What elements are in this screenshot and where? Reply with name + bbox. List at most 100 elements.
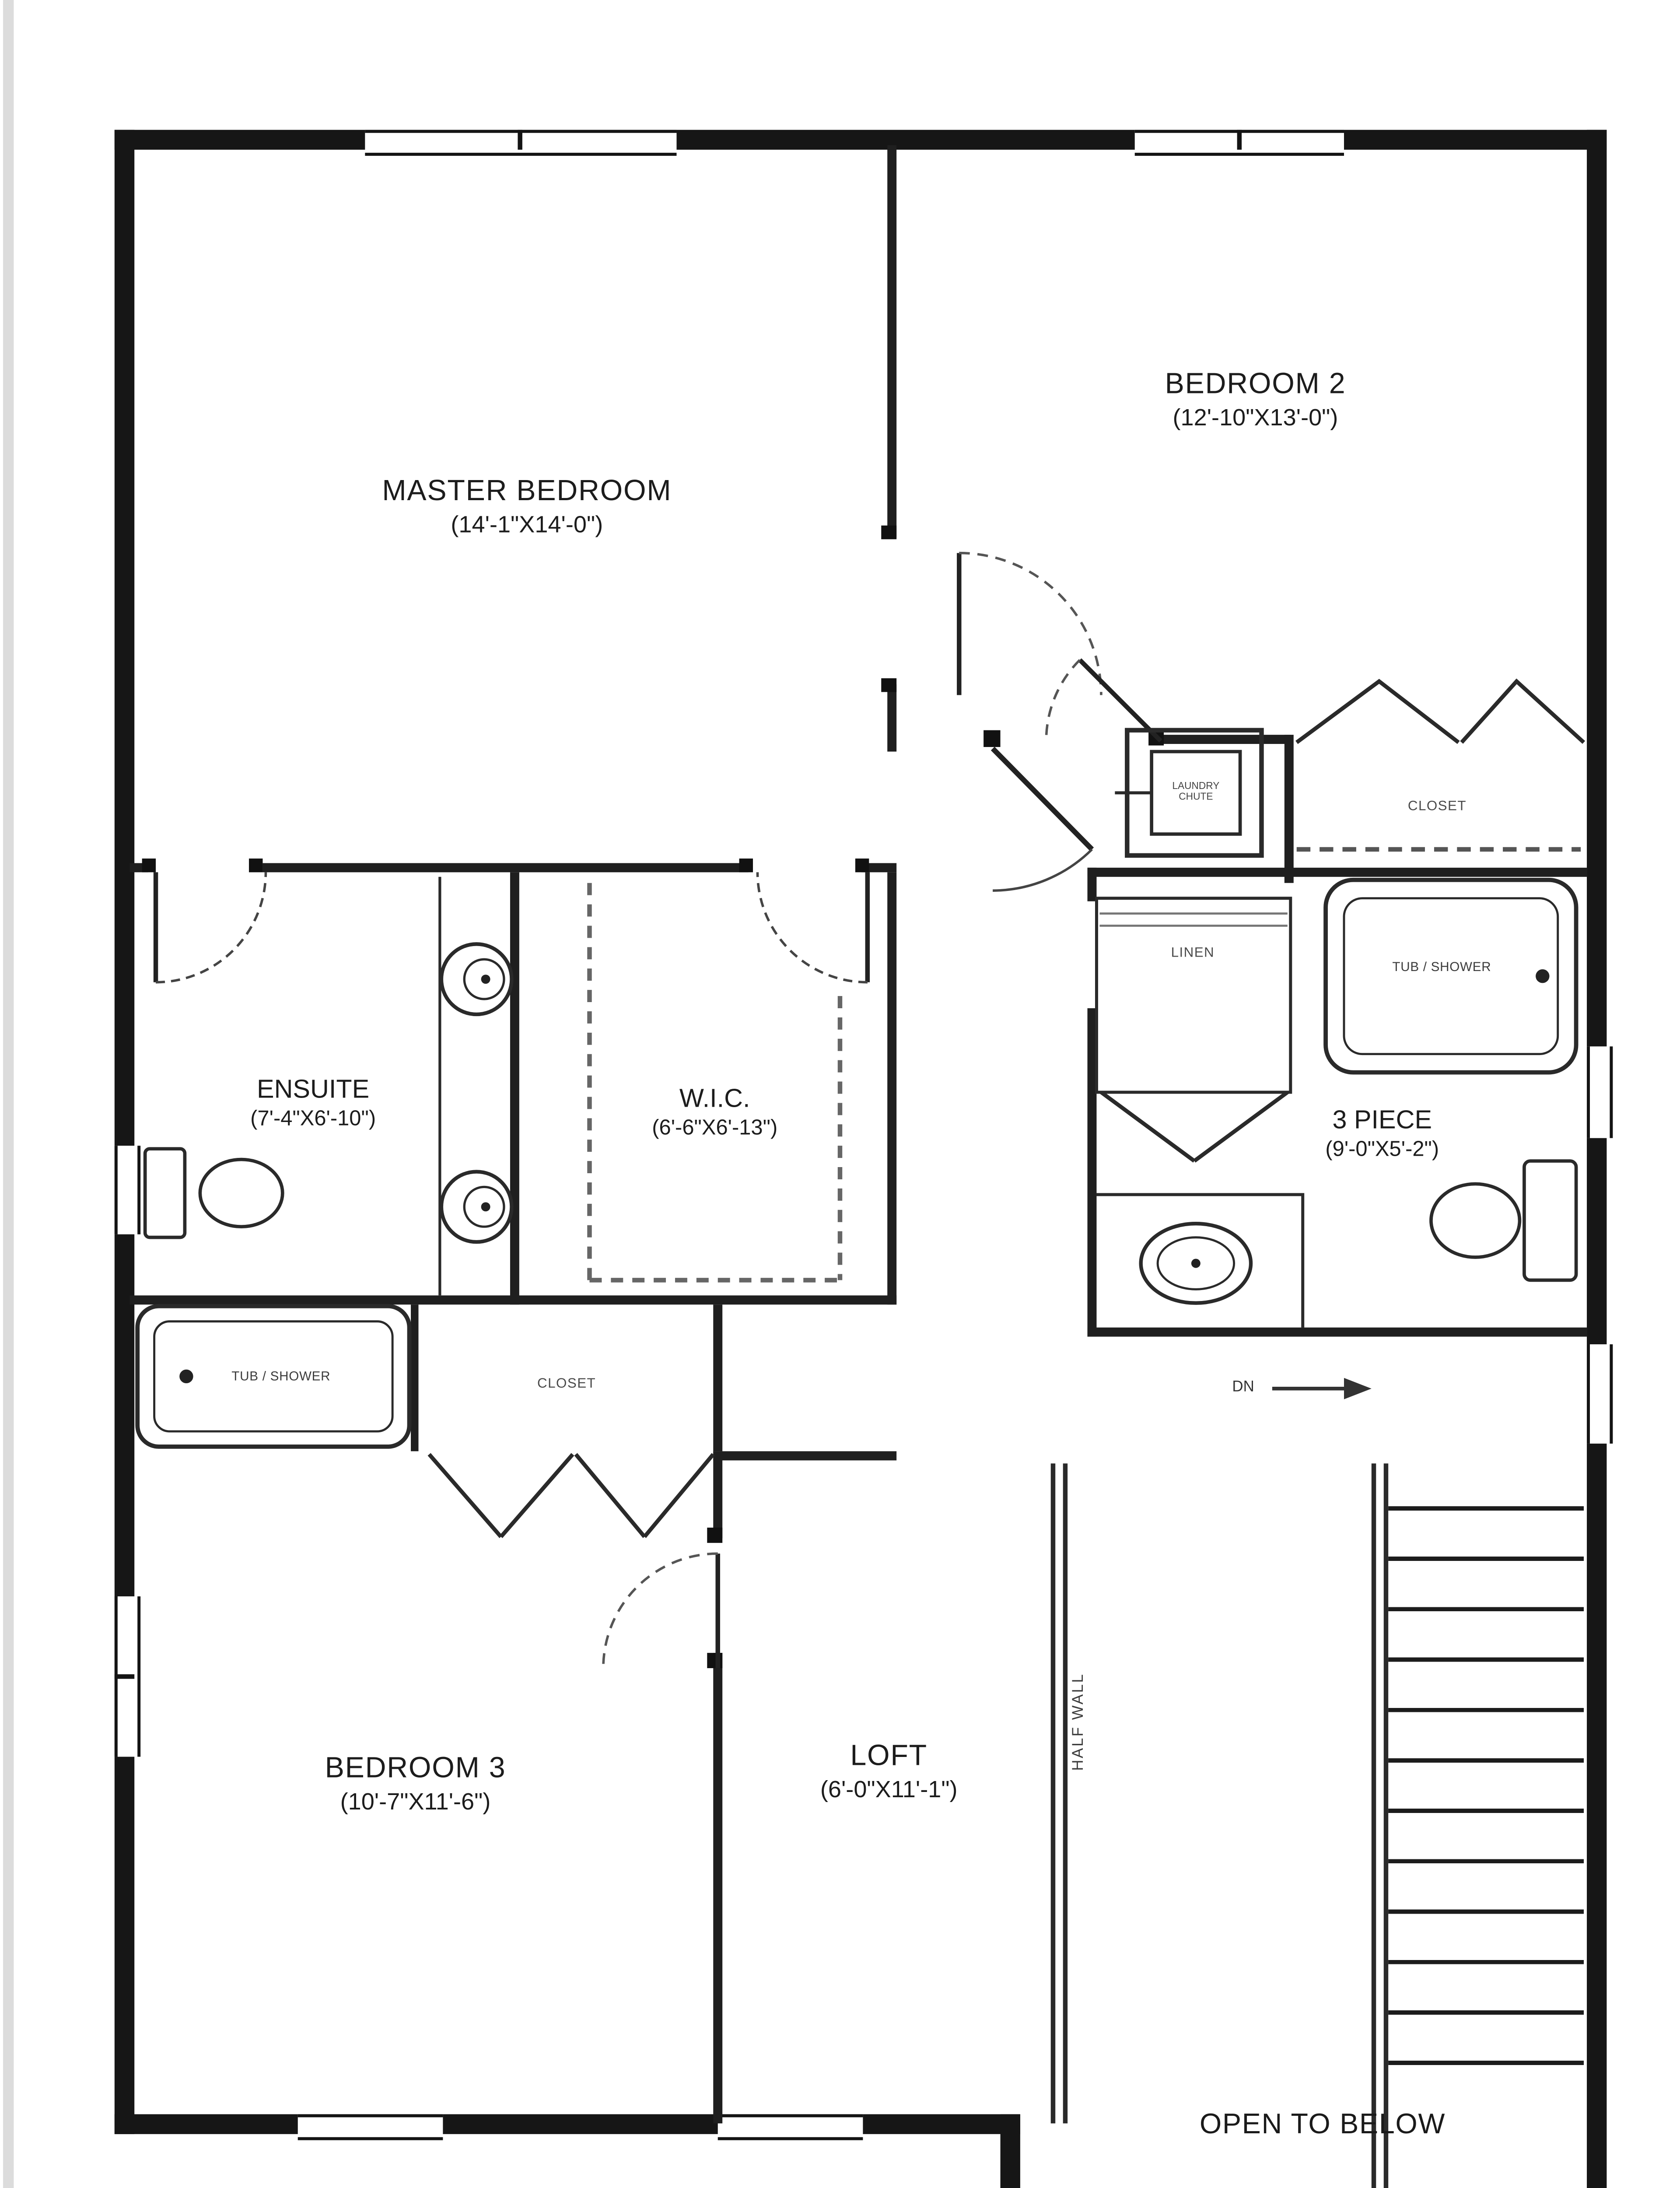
wall-closet2-bottom: [1284, 867, 1587, 877]
wall-bath-left: [1087, 1008, 1097, 1337]
bedroom2-door-swing-arc: [1045, 659, 1081, 741]
wall-master-bottom: [262, 863, 749, 873]
room-dims: (6'-0"X11'-1"): [820, 1777, 958, 1803]
window-ensuite-left: [114, 1146, 141, 1234]
window-mullion: [114, 1674, 135, 1679]
bath-sink: [1139, 1222, 1253, 1305]
room-label-open-below: OPEN TO BELOW: [1199, 2107, 1446, 2139]
ensuite-sink-1: [439, 942, 514, 1017]
room-label-loft: LOFT (6'-0"X11'-1"): [820, 1739, 958, 1805]
room-name: ENSUITE: [256, 1075, 370, 1104]
bath-toilet-tank: [1522, 1159, 1578, 1282]
bath-tub-label: TUB / SHOWER: [1392, 959, 1491, 975]
door-post: [707, 1527, 723, 1543]
wall-master-bedroom2-divider: [887, 145, 897, 538]
outer-wall-top: [114, 130, 1607, 150]
bath-sink-drain: [1191, 1259, 1200, 1268]
stair-stringer-inner: [1383, 1463, 1389, 2188]
wall-bath-top: [1087, 867, 1292, 877]
room-label-master: MASTER BEDROOM (14'-1"X14'-0"): [382, 474, 672, 540]
window-loft-bottom: [718, 2114, 863, 2140]
closet2-bifold-door: [1460, 678, 1586, 744]
wall-loft-top: [713, 1451, 897, 1461]
linen-door-left: [1100, 1090, 1196, 1163]
bedroom3-door-swing-arc: [602, 1552, 718, 1669]
room-name: W.I.C.: [679, 1084, 750, 1113]
half-wall-label: HALF WALL: [1071, 1673, 1088, 1771]
room-label-bedroom2: BEDROOM 2 (12'-10"X13'-0"): [1165, 367, 1346, 433]
wall-master-post: [887, 684, 897, 752]
laundry-chute-label: LAUNDRY CHUTE: [1172, 782, 1219, 804]
outer-wall-step: [1000, 2114, 1020, 2188]
window-mullion: [518, 130, 522, 150]
room-name: LOFT: [850, 1740, 928, 1773]
window-bedroom3-bottom: [298, 2114, 443, 2140]
closet3-bifold-door: [643, 1453, 715, 1538]
room-dims: (7'-4"X6'-10"): [250, 1105, 376, 1130]
door-post: [1148, 730, 1164, 746]
linen-closet-box: [1095, 897, 1292, 1094]
wall-closet2-left: [1284, 735, 1294, 883]
room-name: MASTER BEDROOM: [382, 476, 672, 508]
closet2-label: CLOSET: [1407, 798, 1467, 813]
wall-ensuite-wic-divider: [510, 872, 519, 1305]
outer-wall-left: [114, 130, 135, 2134]
room-label-wic: W.I.C. (6'-6"X6'-13"): [652, 1083, 777, 1142]
ensuite-tub-label: TUB / SHOWER: [231, 1368, 331, 1384]
ensuite-tub-drain: [179, 1369, 193, 1384]
closet3-bifold-door: [574, 1453, 646, 1538]
wall-bedroom3-loft-post: [713, 1451, 723, 1539]
bath-tub-drain: [1536, 969, 1550, 983]
wall-bath-bottom: [1087, 1327, 1587, 1337]
ensuite-door-swing-arc: [156, 872, 267, 984]
linen-door-right: [1193, 1090, 1289, 1163]
bath-door-leaf: [990, 747, 1094, 852]
wall-master-bottom-stub: [861, 863, 897, 873]
ensuite-sink-1-drain: [481, 975, 490, 984]
room-label-bath3pc: 3 PIECE (9'-0"X5'-2"): [1325, 1104, 1439, 1163]
room-dims: (12'-10"X13'-0"): [1172, 405, 1338, 431]
page-edge-shadow: [3, 0, 14, 2188]
wall-bedroom2-bottom: [1161, 735, 1291, 744]
linen-label: LINEN: [1171, 944, 1215, 960]
room-dims: (9'-0"X5'-2"): [1325, 1136, 1439, 1161]
outer-wall-right: [1587, 130, 1607, 2188]
bath-door-swing-arc: [993, 848, 1093, 892]
room-dims: (14'-1"X14'-0"): [451, 512, 603, 538]
closet3-bifold-door: [427, 1453, 503, 1538]
dn-arrow-head: [1344, 1378, 1372, 1399]
door-post: [881, 525, 897, 540]
wic-door-swing-arc: [756, 872, 868, 984]
window-mullion: [1237, 130, 1242, 150]
wall-bedroom3-loft-divider: [713, 1653, 723, 2124]
stair-stringer-outer: [1371, 1463, 1376, 2188]
bath-sink-basin: [1156, 1236, 1236, 1290]
master-door-swing-arc: [959, 551, 1102, 695]
bedroom2-door-leaf: [1078, 658, 1162, 743]
room-dims: (10'-7"X11'-6"): [340, 1789, 491, 1815]
room-name: 3 PIECE: [1332, 1105, 1432, 1135]
closet3-label: CLOSET: [537, 1375, 596, 1391]
closet3-bifold-door: [499, 1453, 574, 1538]
door-post: [739, 858, 753, 873]
room-dims: (6'-6"X6'-13"): [652, 1115, 778, 1140]
room-name: BEDROOM 2: [1165, 368, 1346, 401]
bath-toilet-bowl: [1429, 1182, 1522, 1259]
wall-ensuite-block-bottom: [130, 1295, 897, 1305]
wall-closet3-right: [713, 1304, 723, 1452]
door-post: [984, 730, 1001, 747]
staircase-treads: [1388, 1506, 1584, 2075]
wall-bath-left-post: [1087, 867, 1097, 901]
door-post: [707, 1653, 723, 1669]
outer-wall-bottom-left: [114, 2114, 1020, 2134]
bath-tub: [1323, 877, 1578, 1075]
half-wall-line-inner: [1063, 1463, 1067, 2124]
ensuite-sink-2-drain: [481, 1202, 490, 1212]
ensuite-sink-2: [439, 1170, 514, 1244]
wall-wic-right: [887, 872, 897, 1305]
ensuite-sink-2-basin: [463, 1185, 505, 1228]
bath-vanity-counter: [1096, 1193, 1305, 1328]
window-bath-right: [1587, 1046, 1613, 1138]
wall-tub-closet-divider: [411, 1304, 419, 1452]
